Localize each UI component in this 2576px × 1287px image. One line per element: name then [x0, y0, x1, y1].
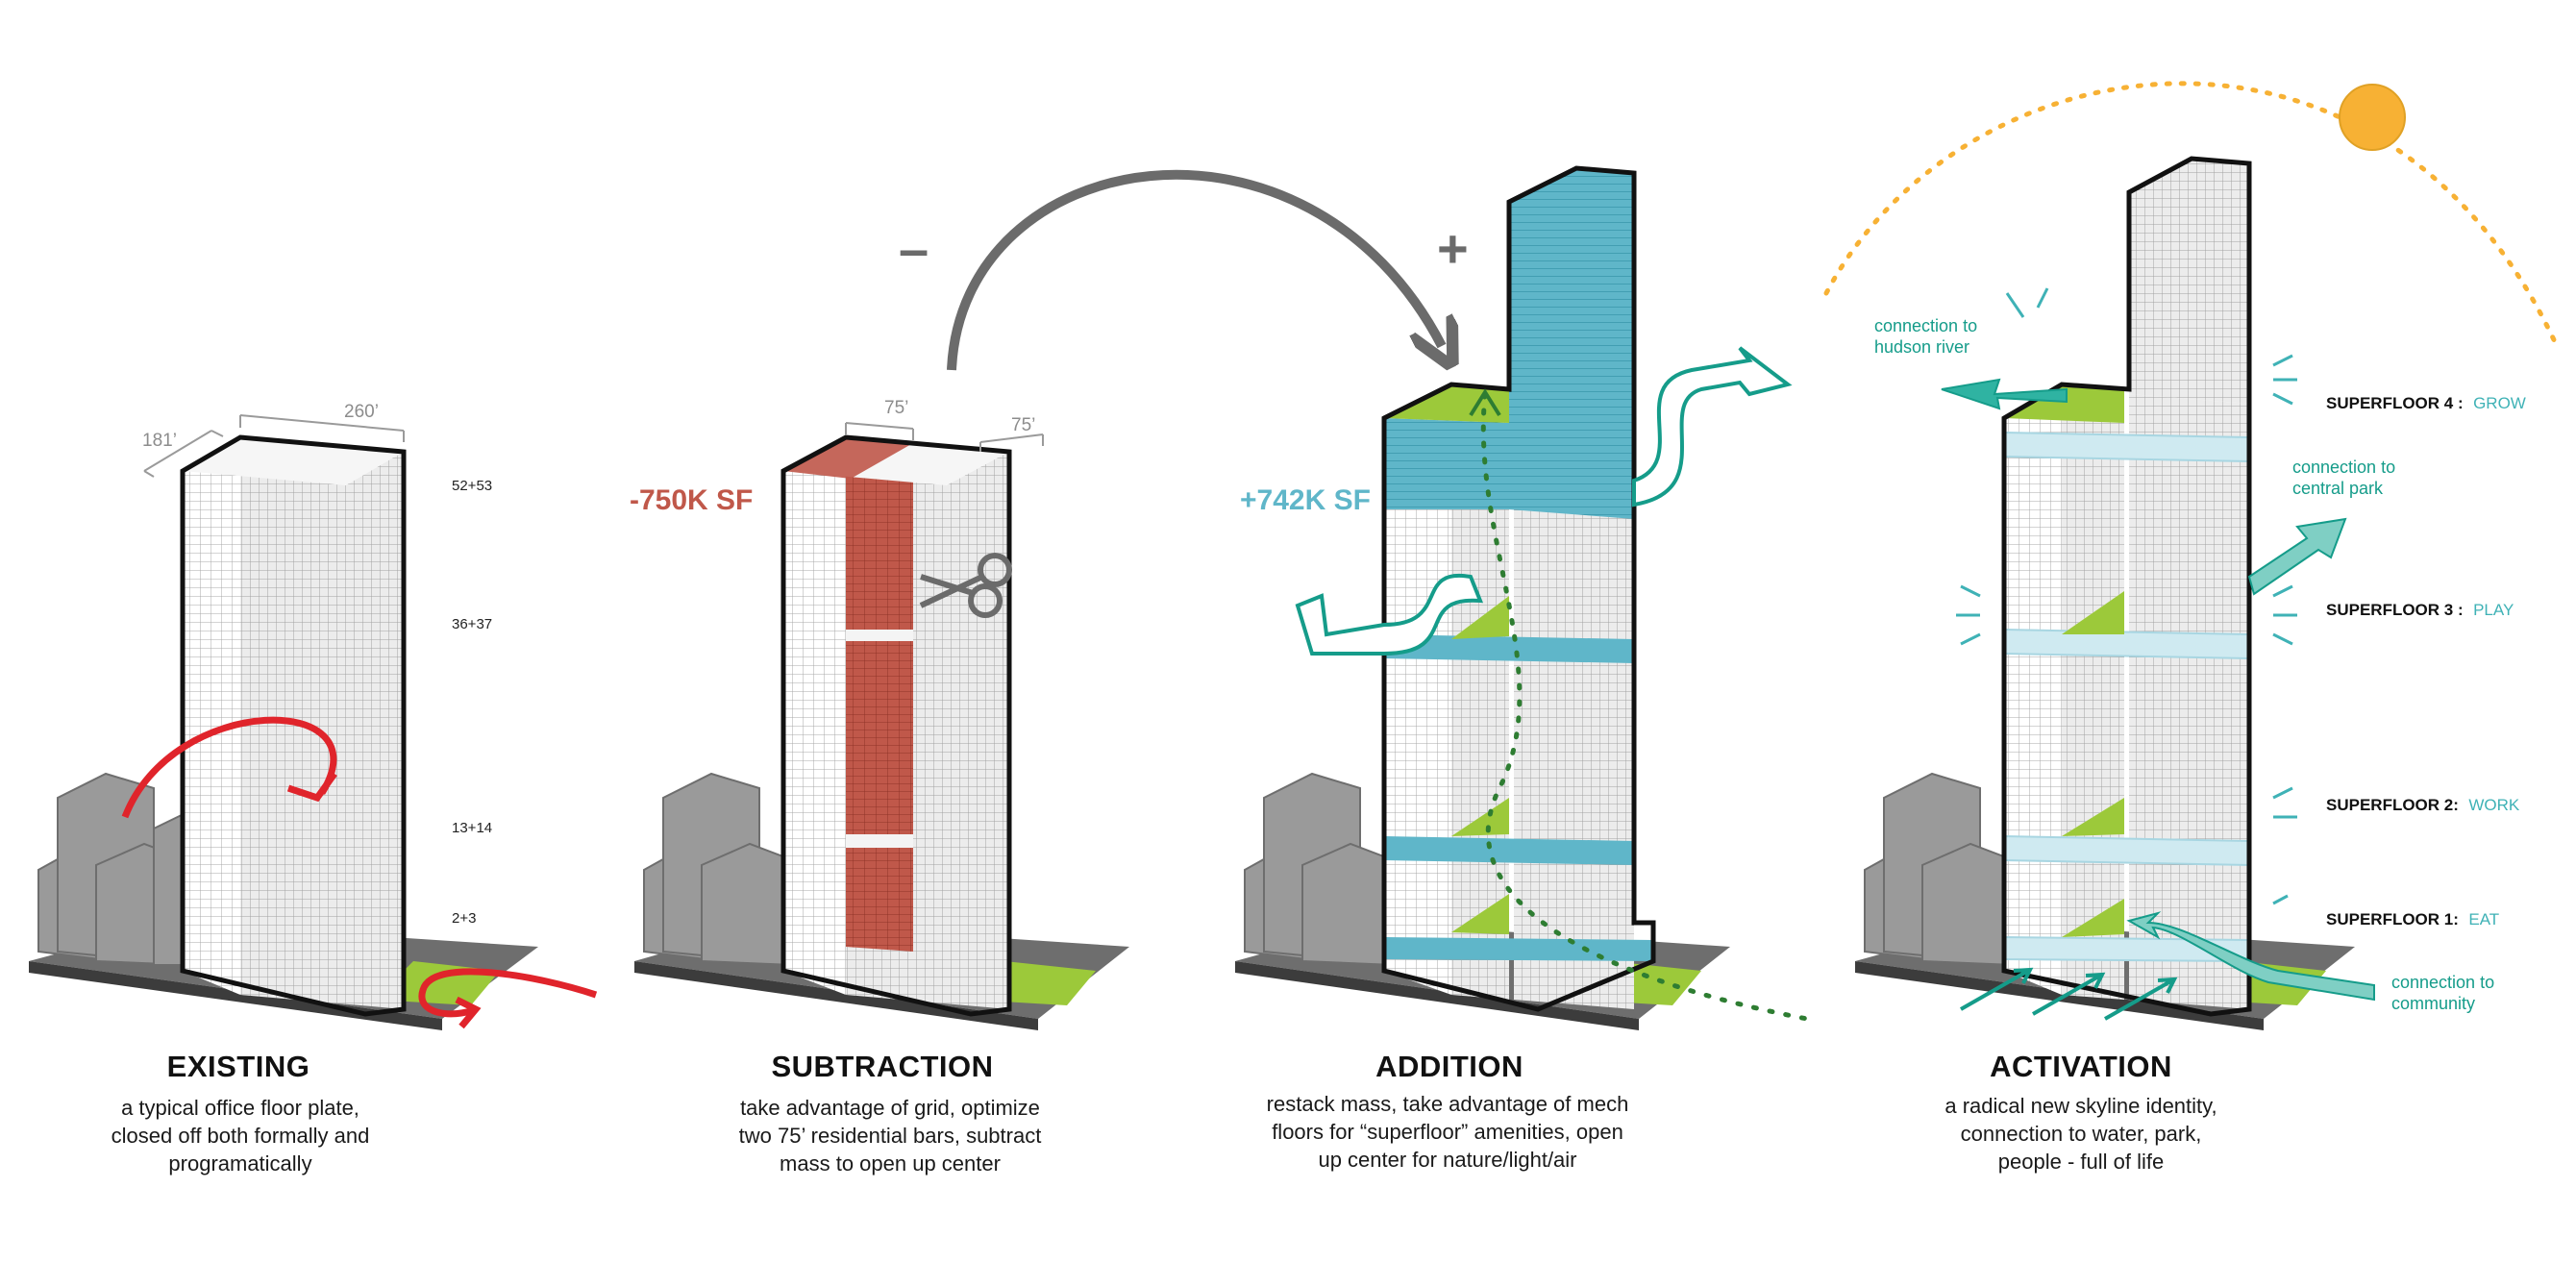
hudson-river-arrow — [1941, 378, 2068, 410]
neighbor-buildings — [643, 772, 794, 967]
superfloor-4-label: SUPERFLOOR 4 : GROW — [2326, 394, 2526, 412]
scissors-icon — [919, 553, 1012, 618]
stage-existing: 260’ 181’ 52+53 36+37 13+14 2+3 — [29, 402, 598, 1030]
community-label: connection to community — [2391, 973, 2499, 1013]
sun-icon — [2339, 84, 2406, 151]
community-arrow — [2126, 911, 2375, 1002]
nature-light-air-path — [1480, 391, 1810, 1022]
dimension-bar-1: 75’ — [884, 398, 908, 418]
stage-title: ACTIVATION — [1990, 1050, 2172, 1083]
neighbor-buildings — [1244, 772, 1395, 967]
air-flow-arrow-left — [1295, 573, 1484, 656]
stage-description-line: a radical new skyline identity, — [1944, 1094, 2217, 1118]
neighbor-buildings — [37, 772, 193, 967]
stage-description-line: restack mass, take advantage of mech — [1267, 1092, 1629, 1116]
stage-description-line: up center for nature/light/air — [1318, 1148, 1576, 1172]
transfer-arrow — [947, 169, 1442, 370]
stage-subtraction: 75’ 75’ -750K SF — [630, 398, 1129, 1030]
floor-label-52-53: 52+53 — [452, 478, 492, 494]
stage-description-line: closed off both formally and — [111, 1124, 370, 1148]
stage-description-line: take advantage of grid, optimize — [740, 1096, 1040, 1120]
floor-label-13-14: 13+14 — [452, 820, 492, 836]
hudson-river-label: connection to hudson river — [1874, 316, 1982, 357]
area-added: +742K SF — [1240, 484, 1371, 516]
stage-description-line: connection to water, park, — [1961, 1122, 2202, 1146]
caption-activation: ACTIVATION a radical new skyline identit… — [1944, 1050, 2217, 1174]
central-park-label: connection to central park — [2292, 458, 2400, 498]
stage-description-line: floors for “superfloor” amenities, open — [1272, 1120, 1623, 1144]
tower-side — [240, 437, 404, 1009]
stage-description-line: mass to open up center — [780, 1151, 1001, 1176]
dimension-bar-2: 75’ — [1011, 415, 1035, 435]
superfloor-3-label: SUPERFLOOR 3 : PLAY — [2326, 601, 2514, 619]
stage-description-line: two 75’ residential bars, subtract — [739, 1124, 1042, 1148]
stage-activation: connection to hudson river connection to… — [1823, 81, 2560, 1030]
superfloor-2-label: SUPERFLOOR 2: WORK — [2326, 796, 2520, 814]
stage-title: SUBTRACTION — [771, 1050, 993, 1083]
caption-existing: EXISTING a typical office floor plate, c… — [111, 1050, 370, 1176]
caption-addition: ADDITION restack mass, take advantage of… — [1267, 1050, 1629, 1172]
dimension-width: 260’ — [344, 402, 379, 422]
closed-off-ground-arrow — [418, 968, 598, 1018]
caption-subtraction: SUBTRACTION take advantage of grid, opti… — [739, 1050, 1042, 1176]
green-roof — [1384, 384, 1509, 423]
stage-description-line: people - full of life — [1998, 1150, 2164, 1174]
stage-description-line: programatically — [168, 1151, 311, 1176]
tower-top — [183, 437, 404, 485]
plus-sign: + — [1437, 218, 1469, 279]
subtracted-core — [846, 452, 913, 952]
floor-label-2-3: 2+3 — [452, 910, 476, 927]
central-park-arrow — [2247, 517, 2347, 596]
stage-addition: +742K SF — [1235, 165, 1810, 1030]
neighbor-buildings — [1864, 772, 2015, 967]
stage-description-line: a typical office floor plate, — [121, 1096, 359, 1120]
tower-front — [183, 437, 240, 995]
minus-sign: – — [899, 218, 929, 279]
superfloor-1-label: SUPERFLOOR 1: EAT — [2326, 910, 2499, 928]
floor-label-36-37: 36+37 — [452, 616, 492, 632]
stage-title: ADDITION — [1375, 1050, 1523, 1083]
air-flow-arrow-right — [1632, 346, 1793, 507]
dimension-depth: 181’ — [142, 431, 177, 451]
closed-off-arrow — [121, 716, 337, 819]
area-removed: -750K SF — [630, 484, 753, 516]
added-tower — [1509, 168, 1634, 519]
stage-title: EXISTING — [167, 1050, 310, 1083]
sun-path — [1823, 81, 2560, 349]
